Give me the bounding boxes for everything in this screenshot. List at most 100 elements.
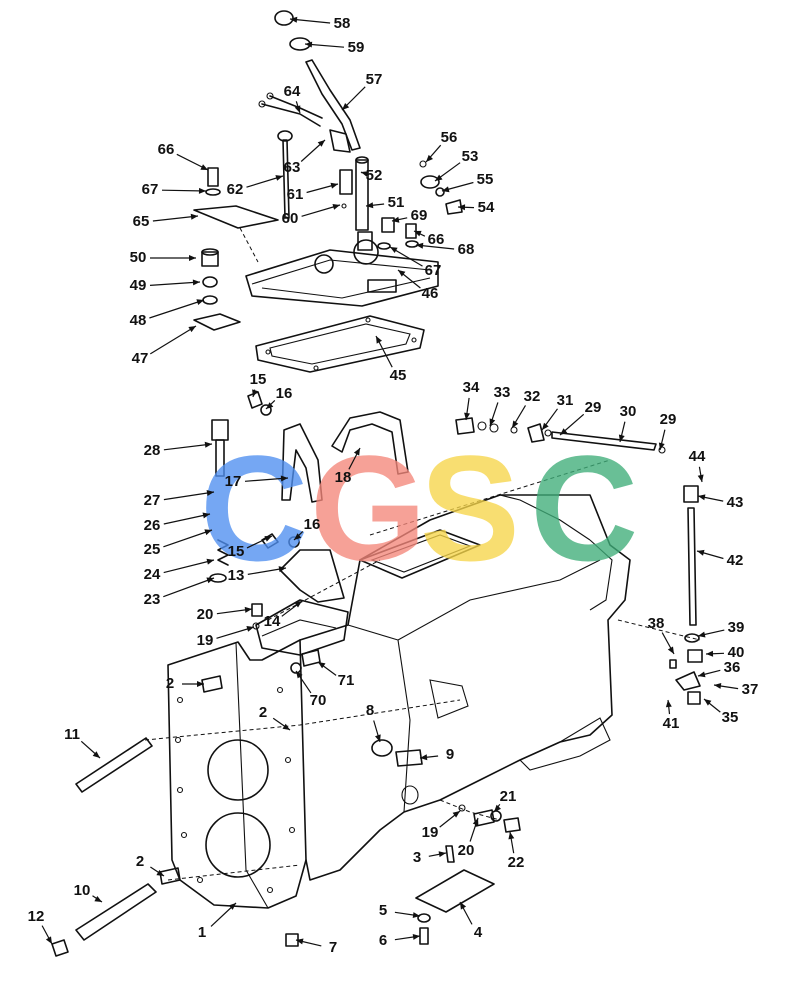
leader-arrow-c42: [697, 549, 705, 556]
callout-number-c34: 34: [463, 379, 480, 396]
leader-line-c48: [149, 299, 205, 319]
callout-number-c48: 48: [130, 312, 147, 329]
leader-arrow-c17: [280, 475, 288, 482]
callout-number-c66a: 66: [158, 141, 175, 158]
callout-leaders: [41, 16, 739, 947]
leader-arrow-c12: [45, 936, 52, 944]
leader-arrow-c46: [398, 270, 406, 277]
callout-number-c49: 49: [130, 277, 147, 294]
leader-arrow-c26: [202, 512, 210, 519]
leader-arrow-c30: [618, 434, 625, 442]
callout-number-c52: 52: [366, 167, 383, 184]
callout-number-c19b: 19: [422, 824, 439, 841]
leader-arrow-c32: [512, 420, 519, 428]
callout-number-c17: 17: [225, 473, 242, 490]
leader-line-c49: [149, 281, 201, 286]
leader-arrow-c35: [704, 699, 712, 706]
callout-number-c51: 51: [388, 194, 405, 211]
leader-arrow-c59: [305, 41, 313, 48]
leader-arrow-c16b: [294, 533, 302, 540]
callout-number-c14: 14: [264, 613, 281, 630]
callout-number-c62: 62: [227, 181, 244, 198]
callout-number-c35: 35: [722, 709, 739, 726]
leader-arrow-c36: [698, 671, 706, 678]
leader-arrow-c70: [296, 671, 303, 679]
callout-number-c38: 38: [648, 615, 665, 632]
leader-arrow-c37: [714, 683, 722, 689]
callout-number-c57: 57: [366, 71, 383, 88]
leader-arrow-c29b: [658, 442, 665, 450]
leader-arrow-c18: [353, 448, 360, 456]
callout-number-c2a: 2: [166, 675, 174, 692]
callout-number-c53: 53: [462, 148, 479, 165]
leader-arrow-c47: [188, 326, 196, 333]
leader-line-c65: [152, 215, 199, 222]
leader-arrow-c21: [494, 804, 501, 812]
callout-number-c39: 39: [728, 619, 745, 636]
callout-number-c24: 24: [144, 566, 161, 583]
leader-arrow-c41: [665, 700, 672, 708]
callout-number-c25: 25: [144, 541, 161, 558]
callout-number-c31: 31: [557, 392, 574, 409]
callout-number-c56: 56: [441, 129, 458, 146]
callout-number-c29b: 29: [660, 411, 677, 428]
callout-number-c4: 4: [474, 924, 483, 941]
leader-line-c24: [163, 559, 215, 574]
watermark-letter: S: [420, 424, 520, 592]
callout-number-c58: 58: [334, 15, 351, 32]
leader-arrow-c69: [392, 216, 400, 223]
callout-number-c13: 13: [228, 567, 245, 584]
leader-arrow-c33: [489, 418, 496, 426]
callout-number-c47: 47: [132, 350, 149, 367]
leader-arrow-c16a: [266, 402, 274, 409]
leader-arrow-c34: [464, 412, 470, 420]
leader-arrow-c50: [189, 255, 196, 261]
leader-arrow-c20a: [244, 606, 252, 613]
leader-arrow-c19b: [452, 811, 460, 818]
leader-arrow-c66b: [414, 230, 422, 237]
leader-arrow-c7: [296, 938, 304, 945]
leader-arrow-c60: [332, 204, 340, 210]
leader-arrow-c43: [698, 494, 706, 501]
leader-arrow-c57: [342, 103, 350, 110]
callout-number-c16a: 16: [276, 385, 293, 402]
callout-number-c5: 5: [379, 902, 387, 919]
callout-number-c21: 21: [500, 788, 517, 805]
callout-number-c63: 63: [284, 159, 301, 176]
leader-arrow-c15b: [264, 536, 272, 542]
leader-arrow-c28: [204, 441, 212, 448]
leader-line-c67a: [161, 189, 207, 192]
leader-arrow-c29a: [560, 428, 568, 435]
leader-arrow-c56: [426, 154, 433, 162]
callout-number-c67a: 67: [142, 181, 159, 198]
leader-arrow-c53: [435, 174, 443, 181]
leader-arrow-c2b: [282, 723, 290, 730]
callout-number-c68: 68: [458, 241, 475, 258]
callout-number-c66b: 66: [428, 231, 445, 248]
callout-number-c37: 37: [742, 681, 759, 698]
leader-arrow-c62: [275, 175, 283, 181]
callout-number-c32: 32: [524, 388, 541, 405]
leader-arrow-c9: [420, 754, 428, 761]
leader-arrow-c51: [366, 202, 374, 209]
callout-number-c46: 46: [422, 285, 439, 302]
shift-cover-assembly: [193, 10, 463, 373]
leader-arrow-c2c: [156, 869, 164, 876]
callout-number-c7: 7: [329, 939, 337, 956]
leader-arrow-c31: [542, 422, 549, 430]
leader-arrow-c25: [204, 529, 212, 536]
leader-line-c28: [163, 443, 213, 451]
callout-number-c60: 60: [282, 210, 299, 227]
watermark-letter: C: [530, 424, 638, 592]
leader-arrow-c11: [92, 751, 100, 758]
callout-number-c20b: 20: [458, 842, 475, 859]
leader-arrow-c27: [206, 490, 214, 496]
leader-arrow-c24: [206, 558, 214, 565]
callout-number-c2c: 2: [136, 853, 144, 870]
leader-arrow-c20b: [472, 818, 479, 826]
leader-arrow-c10: [94, 896, 102, 902]
callout-number-c59: 59: [348, 39, 365, 56]
leader-arrow-c44: [697, 474, 704, 482]
